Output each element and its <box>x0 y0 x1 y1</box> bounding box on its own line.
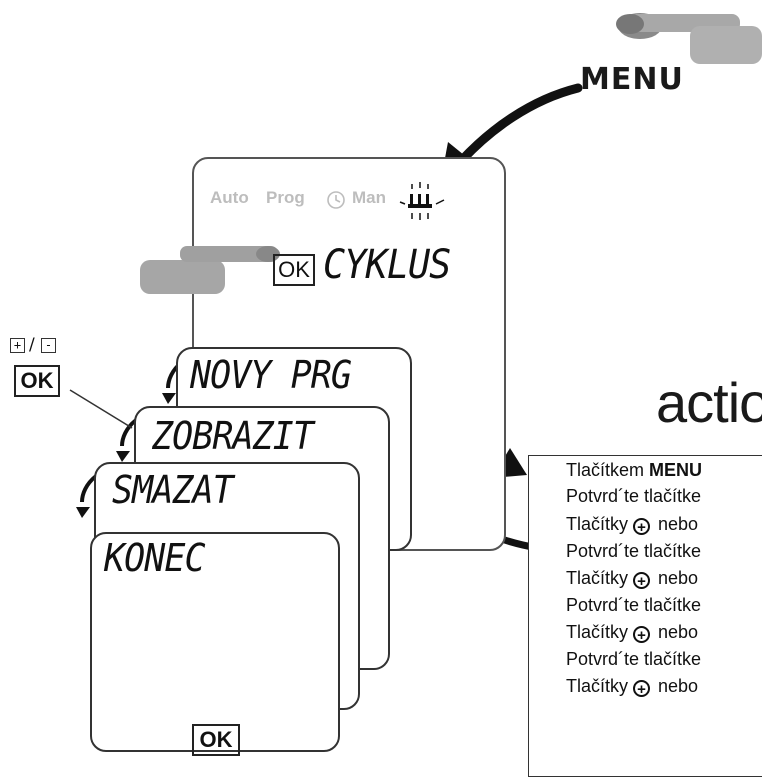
ok-key-bottom[interactable]: OK <box>192 724 240 756</box>
minus-key[interactable]: - <box>41 338 56 353</box>
arrow-card-step-2 <box>120 418 138 447</box>
arrow-card-step-3-head <box>76 507 90 518</box>
arrow-card-step-3 <box>80 474 98 503</box>
instruction-line-2: Potvrd´te tlačítke <box>566 486 702 506</box>
cycle-icon <box>399 182 445 220</box>
plus-key[interactable]: + <box>10 338 25 353</box>
action-title: actio <box>656 371 762 434</box>
arrow-menu-to-panel <box>457 83 583 165</box>
instruction-line-6: Potvrd´te tlačítke <box>566 595 702 615</box>
instruction-line-7: Tlačítky + nebo <box>566 622 699 644</box>
arrow-card-step-1-head <box>162 393 176 404</box>
menu-card-zobrazit-label: ZOBRAZIT <box>152 414 314 458</box>
instruction-line-4: Potvrd´te tlačítke <box>566 541 702 561</box>
arrow-card-step-2-head <box>116 451 130 462</box>
ok-key-side[interactable]: OK <box>14 365 60 397</box>
instruction-line-1: Tlačítkem MENU <box>566 460 703 480</box>
pointing-hand-ok-icon <box>140 246 280 294</box>
menu-card-novy-prg-label: NOVY PRG <box>190 353 352 397</box>
pointing-hand-icon <box>616 13 762 64</box>
menu-button-label[interactable]: MENU <box>580 62 684 97</box>
status-auto: Auto <box>210 188 249 207</box>
ok-key-main[interactable]: OK <box>273 254 315 286</box>
key-separator: / <box>29 335 35 355</box>
instruction-line-5: Tlačítky + nebo <box>566 568 699 590</box>
menu-card-konec-label: KONEC <box>104 536 206 580</box>
menu-card-smazat-label: SMAZAT <box>112 468 234 512</box>
status-man: Man <box>352 188 386 207</box>
instruction-line-8: Potvrd´te tlačítke <box>566 649 702 669</box>
menu-card-konec[interactable] <box>90 532 340 752</box>
instruction-line-3: Tlačítky + nebo <box>566 514 699 536</box>
plus-circle-icon: + <box>633 572 651 590</box>
instruction-line-9: Tlačítky + nebo <box>566 676 699 698</box>
plus-circle-icon: + <box>633 518 651 536</box>
clock-icon <box>327 191 345 209</box>
plus-circle-icon: + <box>633 680 651 698</box>
instructions-panel <box>528 455 762 777</box>
status-prog: Prog <box>266 188 305 207</box>
cycle-label: CYKLUS <box>323 242 451 288</box>
ok-key-connector <box>69 389 133 429</box>
plus-circle-icon: + <box>633 626 651 644</box>
